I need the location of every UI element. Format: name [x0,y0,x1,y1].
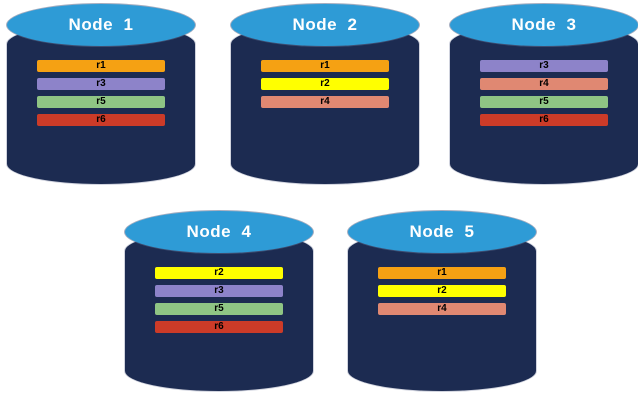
record-list: r2 r3 r5 r6 [155,267,283,333]
record-bar-r1[interactable]: r1 [261,60,389,72]
record-list: r1 r2 r4 [261,60,389,108]
database-node-3[interactable]: Node 3 r3 r4 r5 r6 [450,4,638,184]
record-bar-r4[interactable]: r4 [378,303,506,315]
record-bar-r6[interactable]: r6 [155,321,283,333]
record-bar-r2[interactable]: r2 [155,267,283,279]
record-bar-r1[interactable]: r1 [378,267,506,279]
record-bar-r2[interactable]: r2 [378,285,506,297]
record-bar-r4[interactable]: r4 [480,78,608,90]
record-bar-r3[interactable]: r3 [480,60,608,72]
record-bar-r5[interactable]: r5 [155,303,283,315]
database-node-4[interactable]: Node 4 r2 r3 r5 r6 [125,211,313,391]
cylinder-top-ellipse [231,4,419,46]
record-bar-r5[interactable]: r5 [37,96,165,108]
record-bar-r6[interactable]: r6 [37,114,165,126]
database-node-1[interactable]: Node 1 r1 r3 r5 r6 [7,4,195,184]
record-bar-r4[interactable]: r4 [261,96,389,108]
record-bar-r1[interactable]: r1 [37,60,165,72]
cylinder-top-ellipse [450,4,638,46]
record-bar-r3[interactable]: r3 [155,285,283,297]
database-node-2[interactable]: Node 2 r1 r2 r4 [231,4,419,184]
record-bar-r3[interactable]: r3 [37,78,165,90]
node-label: Node 4 [186,222,252,241]
database-node-5[interactable]: Node 5 r1 r2 r4 [348,211,536,391]
record-bar-r5[interactable]: r5 [480,96,608,108]
node-label: Node 5 [409,222,475,241]
cylinder-top-ellipse [348,211,536,253]
record-list: r1 r2 r4 [378,267,506,315]
node-label: Node 3 [511,15,577,34]
cylinder-top-ellipse [125,211,313,253]
node-label: Node 2 [292,15,358,34]
record-list: r3 r4 r5 r6 [480,60,608,126]
record-bar-r2[interactable]: r2 [261,78,389,90]
record-list: r1 r3 r5 r6 [37,60,165,126]
record-bar-r6[interactable]: r6 [480,114,608,126]
cylinder-top-ellipse [7,4,195,46]
node-label: Node 1 [68,15,134,34]
